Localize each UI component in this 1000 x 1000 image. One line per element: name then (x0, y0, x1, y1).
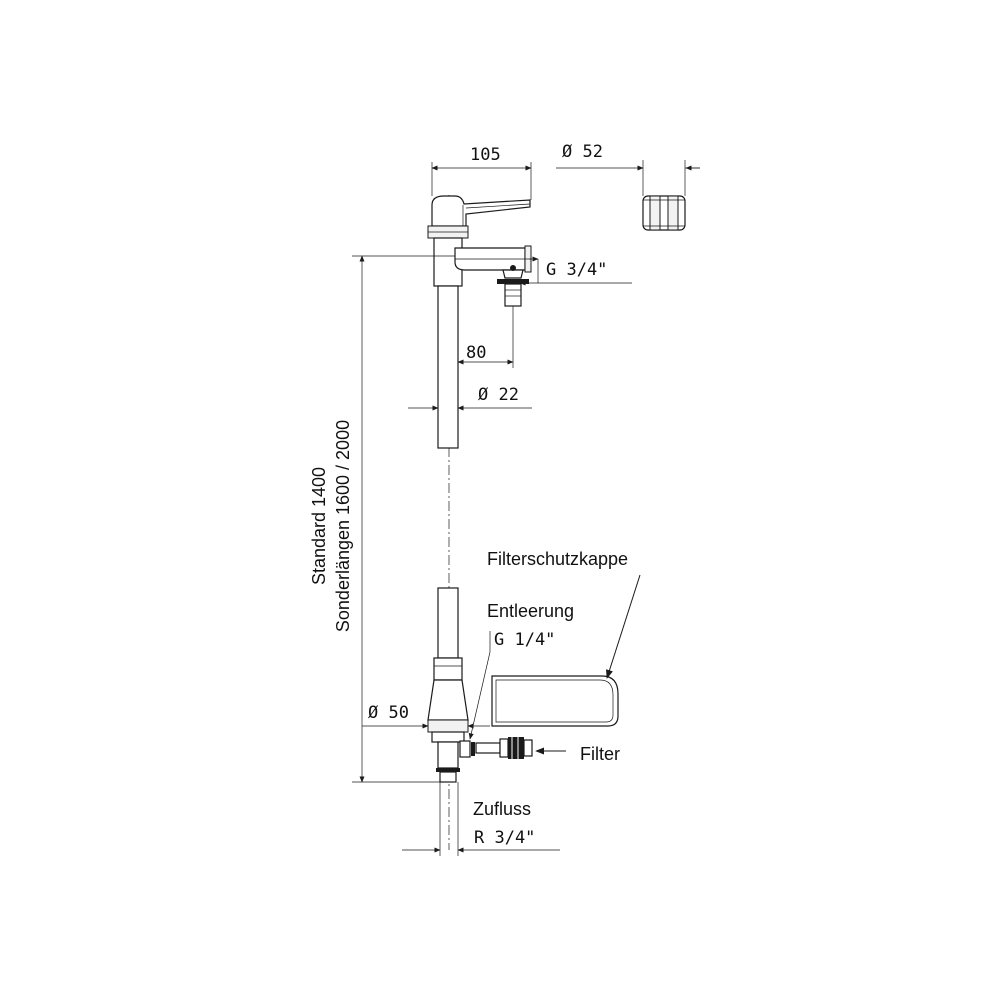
label-dia-52: Ø 52 (562, 142, 603, 162)
dim-overall-length (352, 255, 455, 783)
filter-cap (491, 675, 619, 727)
drain-valve (459, 740, 475, 758)
label-dia-50: Ø 50 (368, 703, 409, 723)
leader-filter-cap (606, 574, 641, 679)
riser-tube-lower (437, 587, 459, 659)
outlet-fitting (497, 265, 529, 307)
dim-thread-top (519, 256, 632, 286)
leader-drain (468, 631, 491, 740)
lever-handle (431, 195, 531, 227)
label-filter-cap: Filterschutzkappe (487, 549, 628, 569)
cap-end-view (642, 195, 686, 231)
label-filter: Filter (580, 744, 620, 764)
label-80: 80 (466, 343, 486, 363)
label-inlet: Zufluss (473, 799, 531, 819)
label-thread-inlet: R 3/4" (474, 828, 535, 848)
label-dia-22: Ø 22 (478, 385, 519, 405)
tap-body (433, 237, 532, 287)
label-thread-top: G 3/4" (546, 260, 607, 280)
riser-tube-upper (437, 285, 459, 449)
dim-thread-inlet (402, 782, 560, 856)
label-drain: Entleerung (487, 601, 574, 621)
base-fitting (427, 657, 469, 783)
filter-insert (475, 737, 533, 759)
label-105: 105 (470, 145, 501, 165)
label-length-special: Sonderlängen 1600 / 2000 (333, 420, 353, 632)
label-length-standard: Standard 1400 (309, 467, 329, 585)
dim-80 (457, 306, 514, 368)
dim-dia-52 (556, 160, 700, 196)
dim-105 (431, 162, 532, 200)
label-thread-drain: G 1/4" (494, 630, 555, 650)
